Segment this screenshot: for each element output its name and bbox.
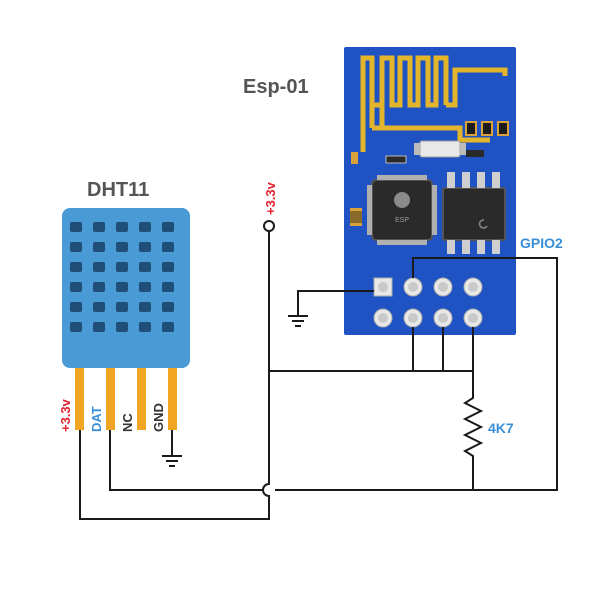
sensor-grille	[70, 222, 174, 332]
ground-icon	[162, 455, 182, 467]
chip-mark-icon	[478, 219, 488, 229]
dht11-pin-data	[106, 368, 115, 430]
dht11-pin-data-label: DAT	[89, 406, 104, 432]
crystal	[419, 140, 461, 158]
smd-component	[385, 155, 407, 164]
dht11-pin-gnd	[168, 368, 177, 430]
dht11-title: DHT11	[87, 179, 149, 201]
dht11-pin-vcc	[75, 368, 84, 430]
vcc-terminal	[263, 220, 275, 232]
smd-component	[481, 121, 493, 136]
gpio2-label: GPIO2	[520, 235, 563, 251]
dht11-pin-gnd-label: GND	[151, 403, 166, 432]
esp01-board: ESP	[344, 47, 516, 335]
crystal-pad	[414, 143, 420, 155]
flash-chip	[442, 172, 506, 254]
crystal-pad	[460, 143, 466, 155]
wiring	[79, 220, 558, 520]
pcb-antenna	[360, 55, 508, 152]
dht11-pin-nc-label: NC	[120, 413, 135, 432]
smd-component	[465, 121, 477, 136]
resistor-4k7	[462, 371, 484, 490]
chip-label: ESP	[395, 217, 409, 224]
smd-capacitor-body	[350, 211, 362, 223]
wire-data-gpio2	[109, 257, 558, 491]
smd-component	[497, 121, 509, 136]
dht11-sensor	[62, 208, 190, 430]
ground-icon	[288, 315, 308, 327]
dht11-pin-vcc-label: +3.3v	[58, 398, 73, 432]
esp01-title: Esp-01	[243, 76, 309, 98]
dht11-pin-nc	[137, 368, 146, 430]
resistor-label: 4K7	[488, 420, 514, 436]
smd-component	[351, 152, 358, 164]
esp-logo-icon	[394, 192, 410, 208]
vcc-supply-label: +3.3v	[263, 181, 278, 215]
esp-chip: ESP	[367, 175, 437, 245]
wire-vcc	[79, 231, 270, 520]
smd-component	[466, 150, 484, 157]
wire-esp-gnd	[297, 290, 374, 316]
